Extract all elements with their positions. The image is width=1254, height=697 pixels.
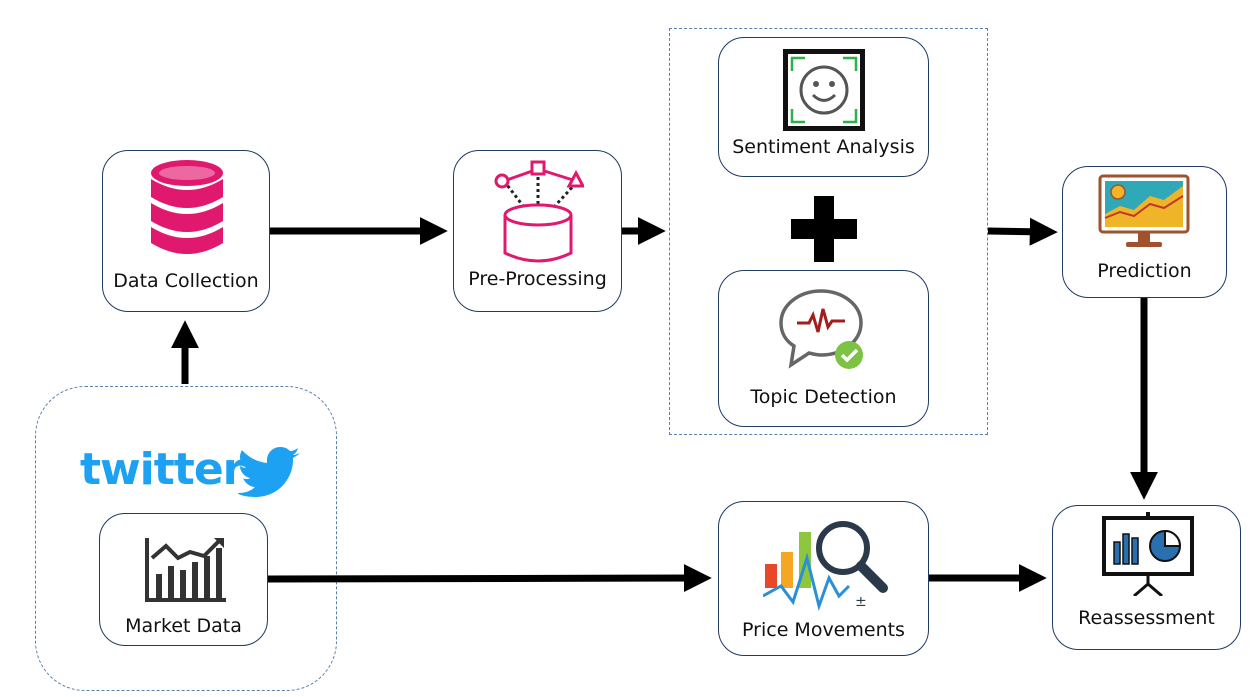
data-processing-icon bbox=[494, 160, 584, 263]
svg-text:±: ± bbox=[855, 594, 867, 610]
market-data-node: Market Data bbox=[99, 513, 268, 646]
twitter-logo: twitter bbox=[80, 444, 244, 495]
reassessment-node: Reassessment bbox=[1052, 505, 1241, 650]
market-data-label: Market Data bbox=[125, 615, 242, 637]
prediction-node: Prediction bbox=[1062, 166, 1227, 298]
pre-processing-label: Pre-Processing bbox=[468, 268, 607, 290]
data-collection-node: Data Collection bbox=[102, 150, 270, 312]
price-movements-label: Price Movements bbox=[742, 619, 905, 641]
analysis-magnifier-icon: ± bbox=[763, 521, 888, 612]
sentiment-analysis-node: Sentiment Analysis bbox=[718, 37, 929, 177]
data-collection-label: Data Collection bbox=[113, 270, 259, 292]
reassessment-label: Reassessment bbox=[1078, 607, 1215, 629]
topic-detection-node: Topic Detection bbox=[718, 270, 929, 427]
smiley-face-icon bbox=[783, 49, 865, 131]
topic-detection-label: Topic Detection bbox=[750, 386, 897, 408]
price-movements-node: ± Price Movements bbox=[718, 501, 929, 656]
presentation-board-icon bbox=[1102, 512, 1194, 596]
arrow-market-to-price bbox=[267, 564, 712, 593]
arrow-analysis-to-prediction bbox=[987, 217, 1058, 246]
twitter-bird-icon bbox=[238, 447, 300, 497]
sentiment-analysis-label: Sentiment Analysis bbox=[732, 136, 915, 158]
chat-bubble-check-icon bbox=[779, 289, 863, 369]
pre-processing-node: Pre-Processing bbox=[453, 150, 622, 312]
analysis-group bbox=[669, 28, 988, 435]
source-group bbox=[35, 386, 337, 691]
line-chart-icon bbox=[145, 538, 226, 602]
prediction-label: Prediction bbox=[1097, 260, 1192, 282]
monitor-chart-icon bbox=[1098, 174, 1190, 247]
database-icon bbox=[151, 160, 223, 254]
plus-icon bbox=[791, 196, 857, 262]
